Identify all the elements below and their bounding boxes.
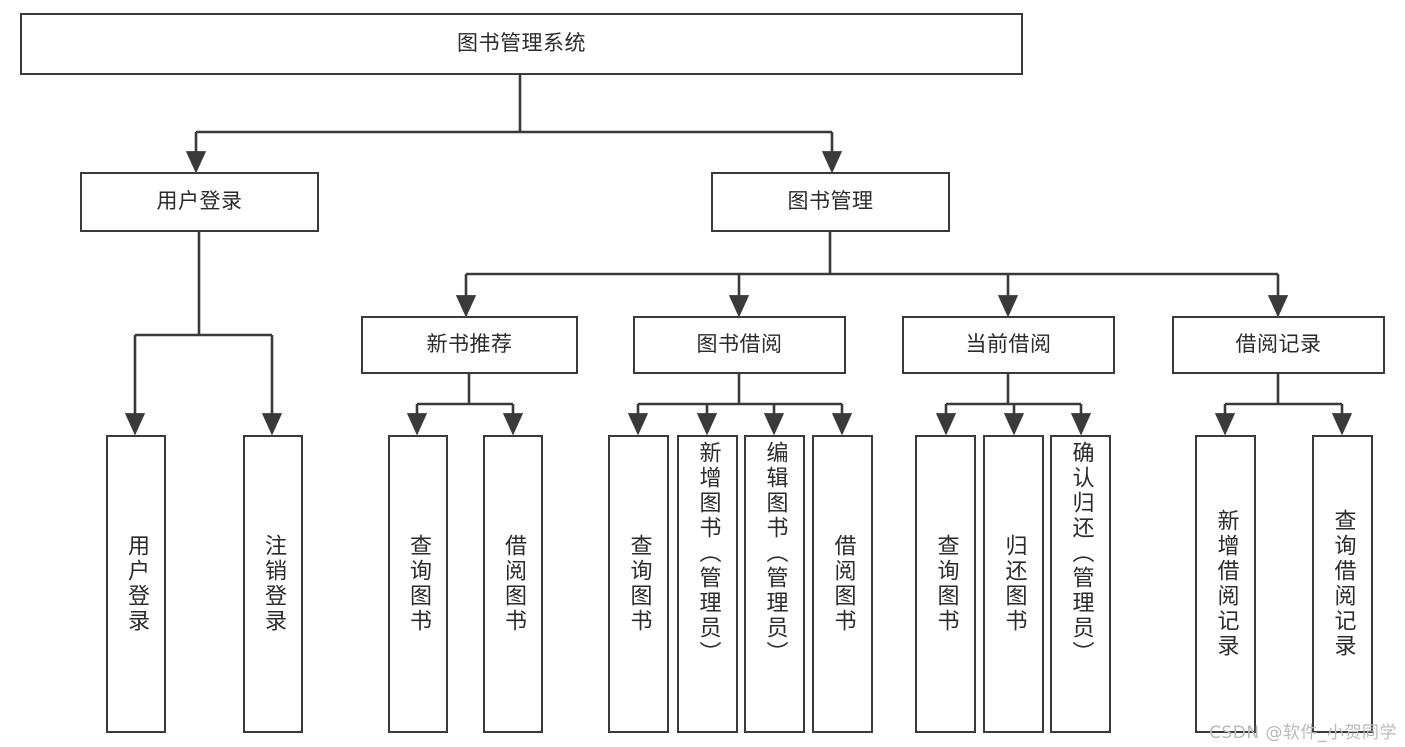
node-leaf-query-book-borrow[interactable]: 查询图书 <box>608 435 669 733</box>
node-label: 图书借阅 <box>696 332 783 357</box>
node-book-management[interactable]: 图书管理 <box>711 172 950 232</box>
node-label: 图书管理系统 <box>457 31 586 56</box>
node-label: 借阅图书 <box>830 534 856 634</box>
node-leaf-edit-book-admin[interactable]: 编辑图书（管理员） <box>744 435 805 733</box>
node-user-login[interactable]: 用户登录 <box>80 172 319 232</box>
node-leaf-user-login[interactable]: 用户登录 <box>106 435 166 733</box>
node-label: 用户登录 <box>156 189 243 214</box>
node-label: 编辑图书（管理员） <box>762 441 788 666</box>
node-label: 新增借阅记录 <box>1213 509 1239 659</box>
node-label: 注销登录 <box>261 534 286 634</box>
node-leaf-borrow-book-borrow[interactable]: 借阅图书 <box>812 435 873 733</box>
node-leaf-return-book[interactable]: 归还图书 <box>983 435 1044 733</box>
node-label: 新增图书（管理员） <box>695 441 721 666</box>
node-label: 用户登录 <box>124 534 149 634</box>
node-label: 查询借阅记录 <box>1330 509 1356 659</box>
node-label: 查询图书 <box>406 534 431 634</box>
node-leaf-borrow-book-recommend[interactable]: 借阅图书 <box>483 435 543 733</box>
node-label: 当前借阅 <box>965 332 1052 357</box>
node-borrowing-record[interactable]: 借阅记录 <box>1172 316 1385 374</box>
node-label: 归还图书 <box>1001 534 1027 634</box>
node-label: 查询图书 <box>933 534 959 634</box>
node-leaf-confirm-return-admin[interactable]: 确认归还（管理员） <box>1050 435 1111 733</box>
node-leaf-add-borrow-record[interactable]: 新增借阅记录 <box>1195 435 1256 733</box>
node-leaf-logout[interactable]: 注销登录 <box>243 435 303 733</box>
node-label: 确认归还（管理员） <box>1068 441 1094 666</box>
node-label: 借阅图书 <box>501 534 526 634</box>
node-new-book-recommendation[interactable]: 新书推荐 <box>361 316 578 374</box>
node-label: 图书管理 <box>787 189 874 214</box>
node-book-borrowing[interactable]: 图书借阅 <box>633 316 846 374</box>
node-leaf-query-book-current[interactable]: 查询图书 <box>915 435 976 733</box>
node-leaf-query-book-recommend[interactable]: 查询图书 <box>388 435 448 733</box>
node-current-borrowing[interactable]: 当前借阅 <box>902 316 1115 374</box>
node-label: 借阅记录 <box>1235 332 1322 357</box>
node-leaf-add-book-admin[interactable]: 新增图书（管理员） <box>677 435 738 733</box>
node-leaf-query-borrow-record[interactable]: 查询借阅记录 <box>1312 435 1373 733</box>
node-label: 查询图书 <box>626 534 652 634</box>
node-label: 新书推荐 <box>426 332 513 357</box>
node-root-book-management-system[interactable]: 图书管理系统 <box>20 13 1023 75</box>
watermark-text: CSDN @软件_小贺同学 <box>1209 723 1397 743</box>
